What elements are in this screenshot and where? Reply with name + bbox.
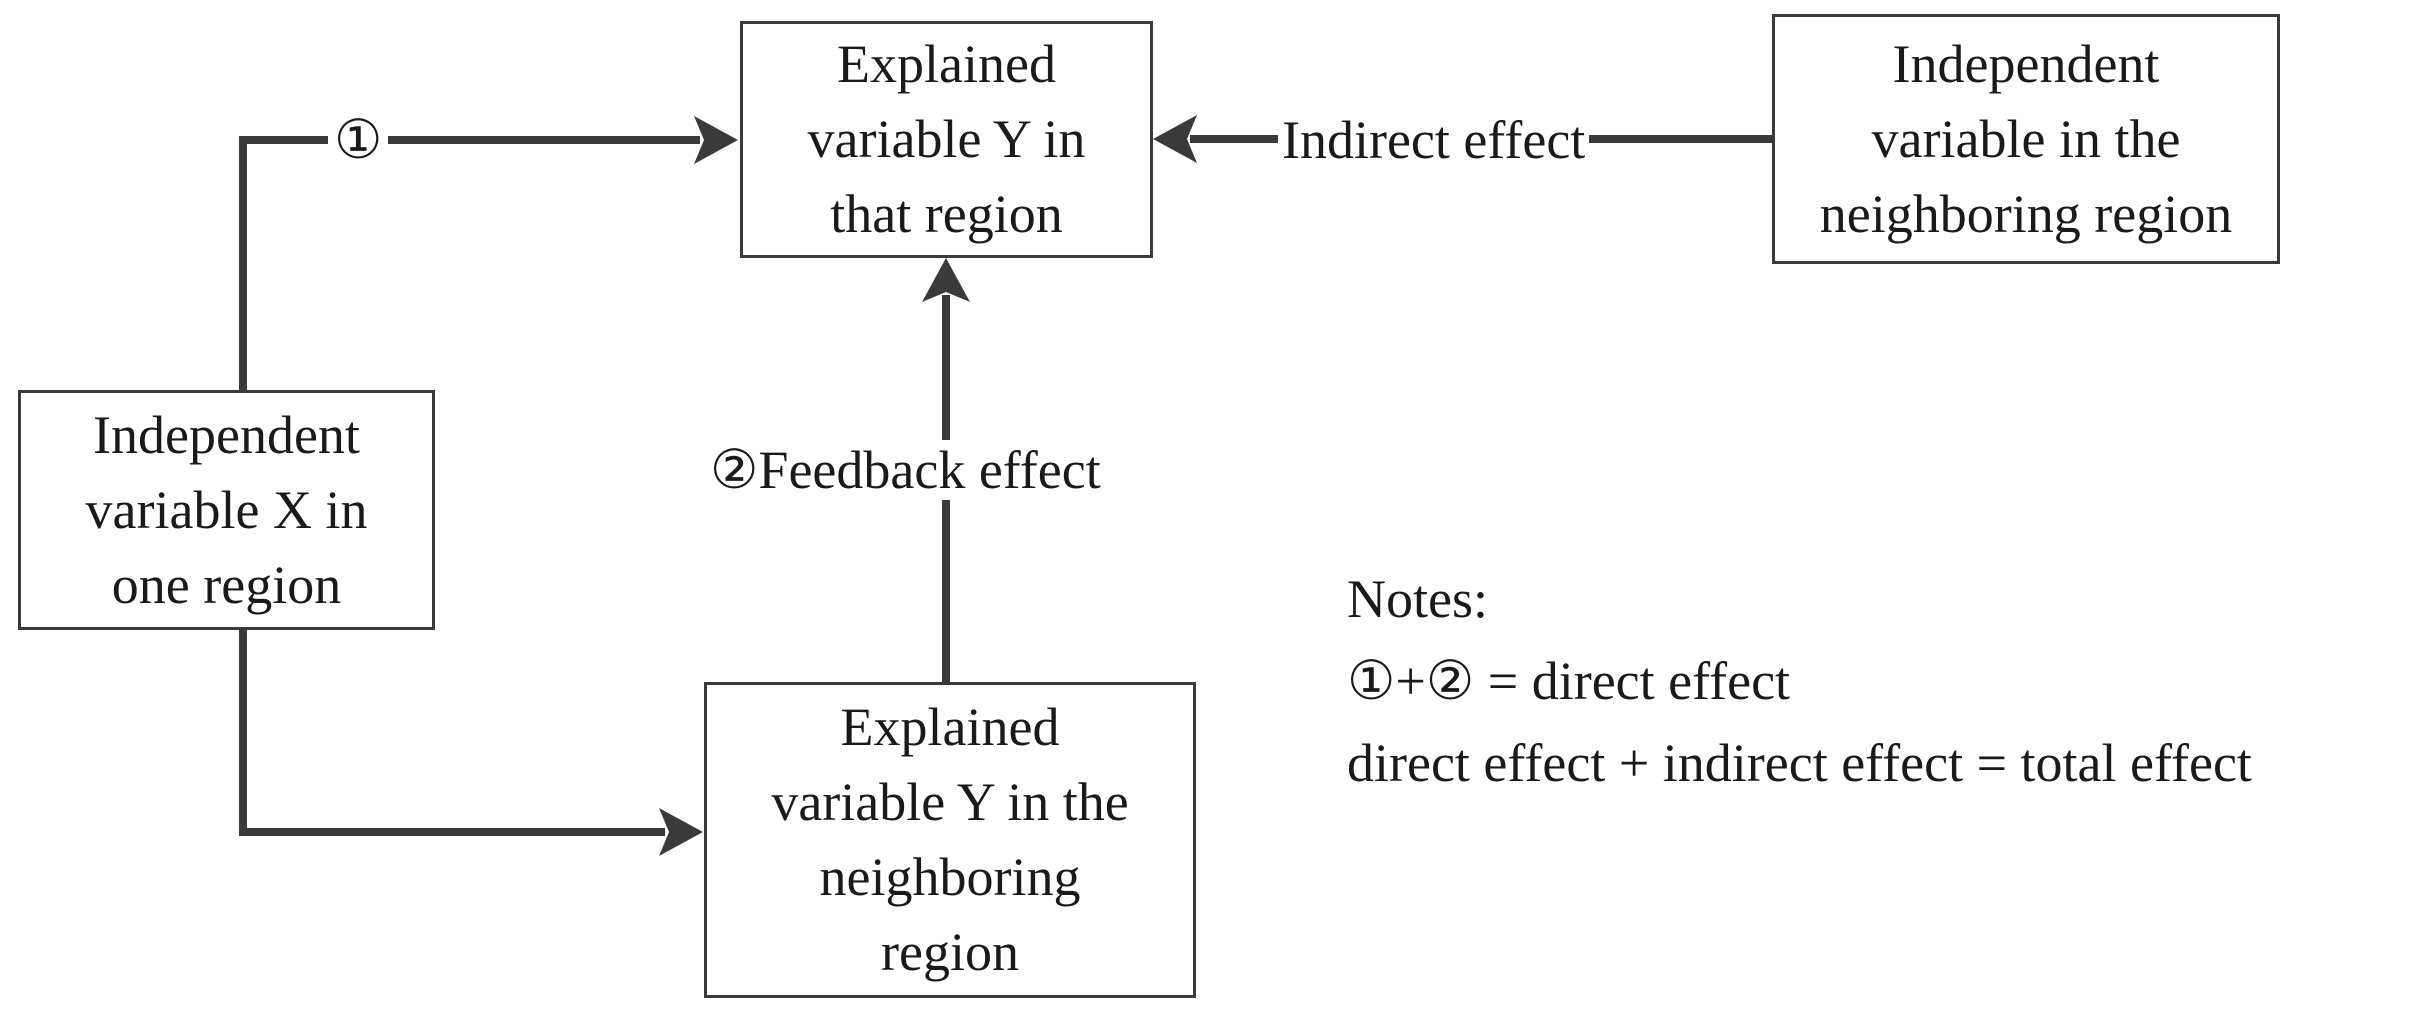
label-feedback-effect: ②Feedback effect	[706, 440, 1105, 500]
box-independent-x-one-region-text: Independent variable X in one region	[85, 404, 368, 615]
box-explained-y-that-region: Explained variable Y in that region	[740, 21, 1153, 258]
box-explained-y-neighboring-text: Explained variable Y in the neighboring …	[771, 697, 1129, 982]
notes-line-direct: ①+② = direct effect	[1347, 651, 1791, 711]
box-independent-x-one-region: Independent variable X in one region	[18, 390, 435, 630]
box-explained-y-neighboring: Explained variable Y in the neighboring …	[704, 682, 1196, 998]
label-indirect-effect: Indirect effect	[1278, 110, 1590, 170]
arrow-spillover	[239, 630, 703, 856]
box-independent-neighboring-region-text: Independent variable in the neighboring …	[1819, 33, 2233, 244]
notes-title: Notes:	[1347, 569, 1488, 629]
box-explained-y-that-region-text: Explained variable Y in that region	[807, 34, 1086, 244]
arrow-direct-effect	[239, 116, 738, 390]
label-path-one: ①	[328, 110, 389, 170]
box-independent-neighboring-region: Independent variable in the neighboring …	[1772, 14, 2280, 264]
notes-line-total: direct effect + indirect effect = total …	[1347, 733, 2252, 793]
notes-block: Notes: ①+② = direct effect direct effect…	[1347, 558, 2252, 804]
